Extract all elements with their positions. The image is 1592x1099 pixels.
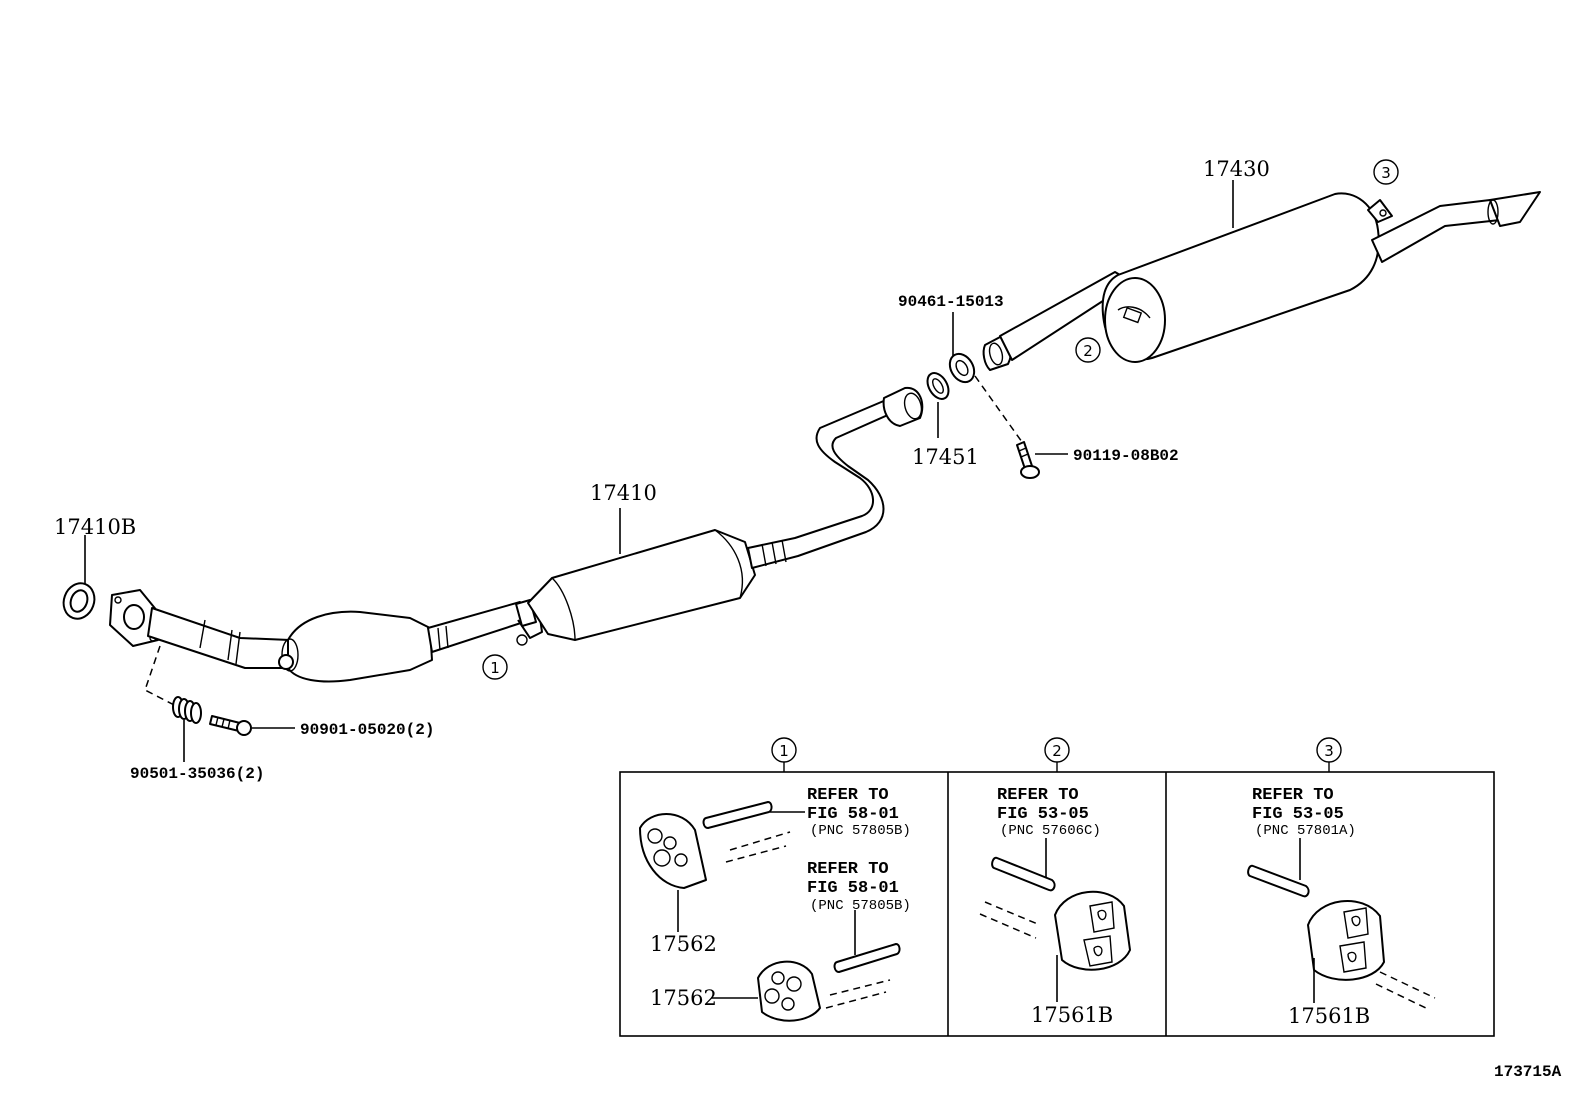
- svg-text:2: 2: [1083, 342, 1093, 360]
- inset-3-content: REFER TO FIG 53-05 (PNC 57801A) 17561B: [1247, 786, 1436, 1028]
- marker-2: 2: [1075, 337, 1101, 363]
- inset-2-ref-pnc: (PNC 57606C): [1000, 823, 1101, 839]
- inset-marker-2: 2: [1044, 737, 1070, 772]
- clamp-90461: [948, 312, 976, 384]
- inset-1-ref-a-pnc: (PNC 57805B): [810, 823, 911, 839]
- inset-1-part-a: 17562: [650, 932, 717, 956]
- bolt-90901: [209, 715, 295, 736]
- svg-text:3: 3: [1324, 742, 1334, 760]
- svg-text:3: 3: [1381, 164, 1391, 182]
- dash-to-bolt-90119: [974, 375, 1023, 443]
- inset-3-ref-line2: FIG 53-05: [1252, 805, 1344, 824]
- front-gasket-17410B: [62, 535, 96, 620]
- part-label-90501: 90501-35036(2): [130, 765, 264, 783]
- gasket-ring-17451: [926, 372, 950, 438]
- inset-marker-3: 3: [1316, 737, 1342, 772]
- inset-2-part: 17561B: [1031, 1003, 1113, 1027]
- part-label-17410: 17410: [590, 481, 657, 505]
- inset-3-ref-line1: REFER TO: [1252, 786, 1334, 805]
- inset-3-ref-pnc: (PNC 57801A): [1255, 823, 1356, 839]
- inset-3-part: 17561B: [1288, 1004, 1370, 1028]
- part-label-90461: 90461-15013: [898, 293, 1004, 311]
- dash-to-spring-bolts: [144, 645, 181, 709]
- inset-marker-1: 1: [771, 737, 797, 772]
- part-label-17410B: 17410B: [54, 515, 136, 539]
- inset-2-content: REFER TO FIG 53-05 (PNC 57606C) 17561B: [979, 786, 1131, 1027]
- center-pipe-17410: [515, 386, 924, 646]
- inset-1-ref-b-line1: REFER TO: [807, 860, 889, 879]
- inset-2-ref-line2: FIG 53-05: [997, 805, 1089, 824]
- bolt-90119: [1016, 441, 1068, 479]
- part-label-17451: 17451: [912, 445, 979, 469]
- front-pipe-with-catalyst: [109, 589, 525, 683]
- svg-text:1: 1: [490, 659, 500, 677]
- svg-text:1: 1: [779, 742, 789, 760]
- inset-panel: 1 2 3 REFER TO FIG 58-01 (PNC 57805B) RE…: [619, 737, 1495, 1037]
- inset-2-ref-line1: REFER TO: [997, 786, 1079, 805]
- svg-text:2: 2: [1052, 742, 1062, 760]
- inset-1-ref-a-line1: REFER TO: [807, 786, 889, 805]
- inset-1-part-b: 17562: [650, 986, 717, 1010]
- tail-muffler-17430: [982, 180, 1541, 371]
- inset-1-ref-b-line2: FIG 58-01: [807, 879, 899, 898]
- spring-90501: [172, 696, 202, 762]
- inset-1-content: REFER TO FIG 58-01 (PNC 57805B) REFER TO…: [639, 786, 911, 1022]
- marker-3: 3: [1373, 159, 1399, 185]
- figure-code: 173715A: [1494, 1063, 1562, 1081]
- marker-1: 1: [482, 654, 508, 680]
- inset-1-ref-b-pnc: (PNC 57805B): [810, 898, 911, 914]
- part-label-17430: 17430: [1203, 157, 1270, 181]
- part-label-90119: 90119-08B02: [1073, 447, 1179, 465]
- part-label-90901: 90901-05020(2): [300, 721, 434, 739]
- inset-1-ref-a-line2: FIG 58-01: [807, 805, 899, 824]
